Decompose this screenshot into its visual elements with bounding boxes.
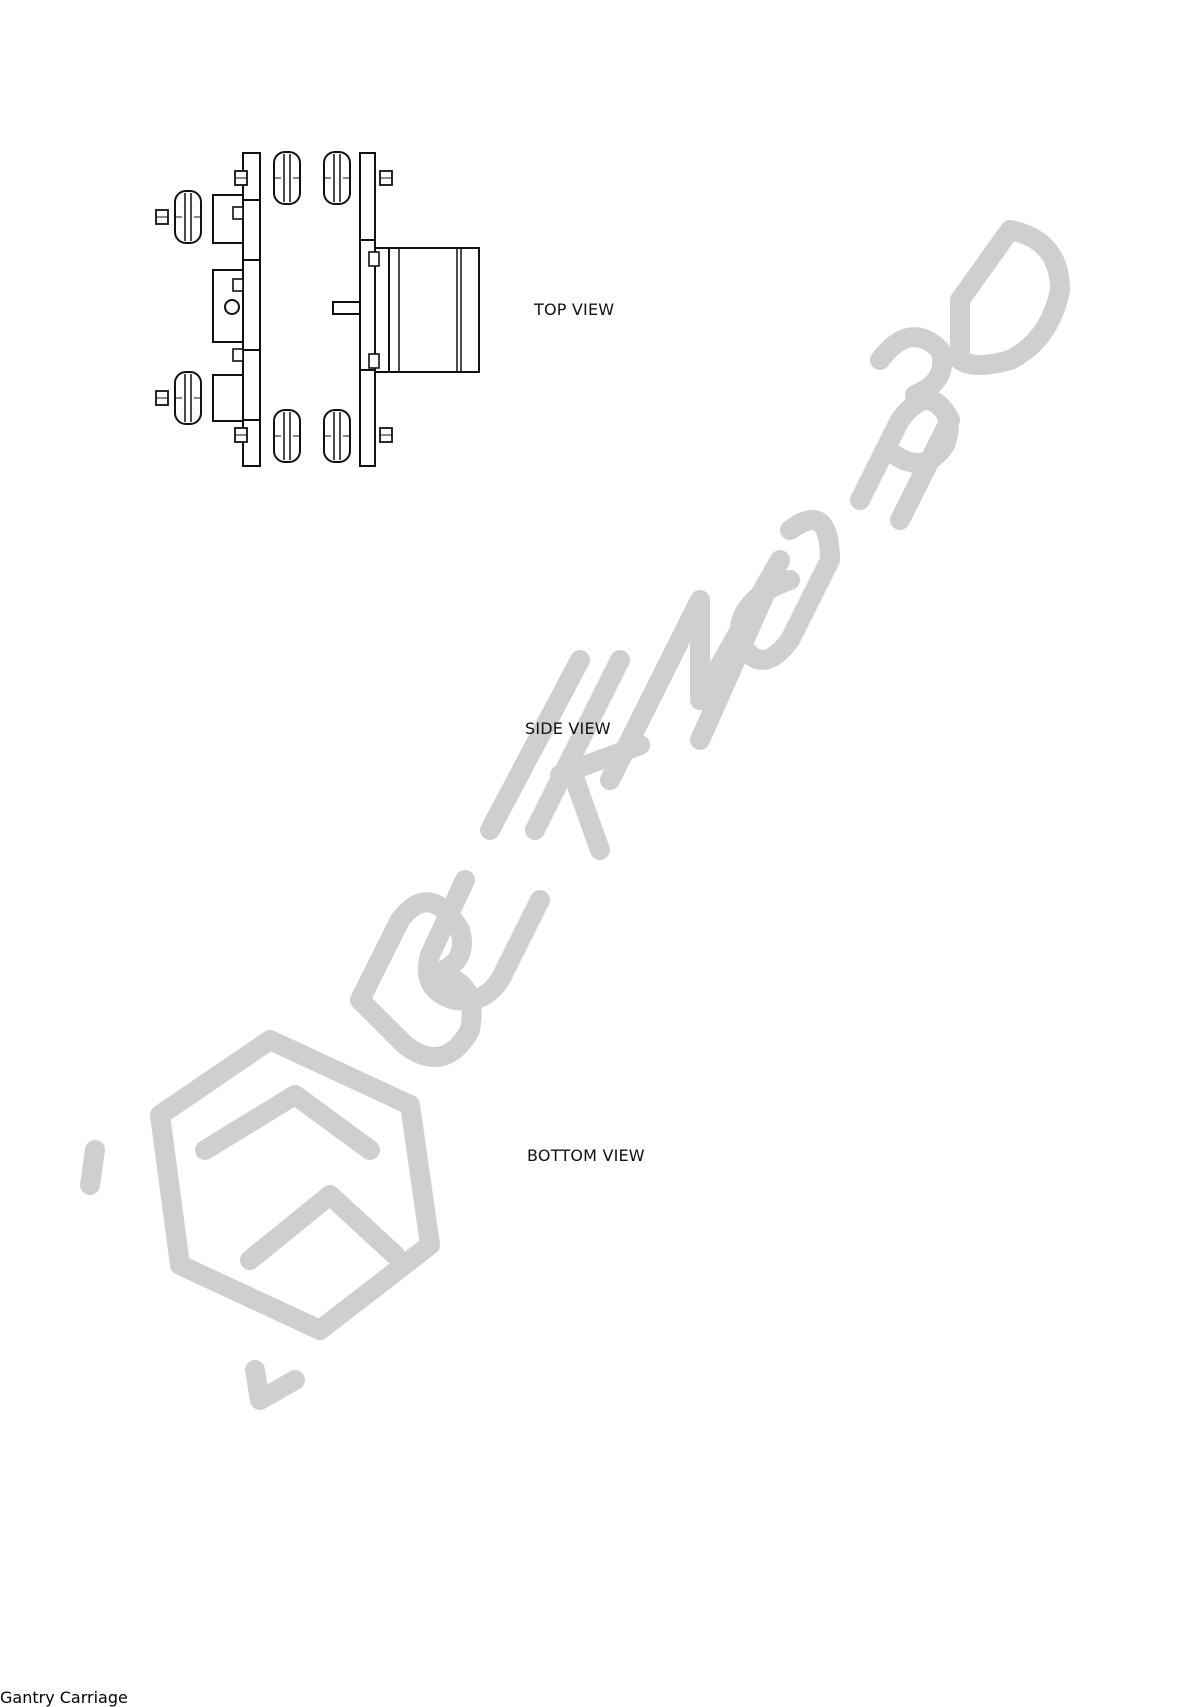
bottom-view-label: BOTTOM VIEW <box>527 1146 645 1165</box>
iso-plate-engraving: Gantry Carriage <box>0 1688 128 1707</box>
side-view-label: SIDE VIEW <box>525 719 611 738</box>
top-view-drawing <box>156 152 479 466</box>
watermark-logo-icon <box>90 1040 430 1400</box>
top-view-label: TOP VIEW <box>534 300 614 319</box>
isometric-view-drawing: Gantry Carriage <box>0 1688 128 1707</box>
